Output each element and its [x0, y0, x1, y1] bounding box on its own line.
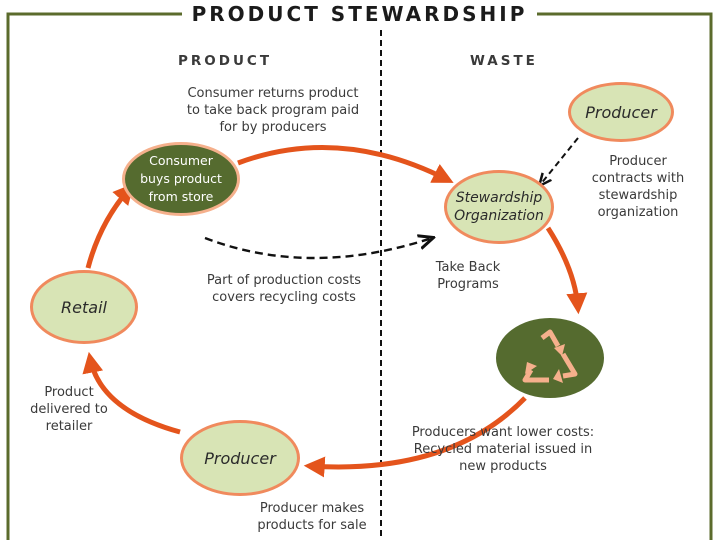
node-producer-bottom: Producer	[180, 420, 300, 496]
page-title: PRODUCT STEWARDSHIP	[0, 2, 719, 26]
arrow-costs-to-stewardship	[204, 238, 432, 260]
label-part-of-costs: Part of production costs covers recyclin…	[206, 273, 362, 305]
frame-border	[6, 12, 713, 540]
column-head-product: PRODUCT	[178, 53, 273, 69]
column-head-waste: WASTE	[470, 53, 538, 69]
node-stewardship: Stewardship Organization	[444, 170, 554, 244]
label-makes: Producer makes products for sale	[257, 501, 367, 533]
label-delivered: Product delivered to retailer	[30, 385, 108, 434]
label-take-back: Take Back Programs	[403, 259, 533, 293]
node-consumer: Consumer buys product from store	[122, 142, 240, 216]
label-producers-want: Producers want lower costs: Recycled mat…	[411, 425, 595, 474]
node-producer-top: Producer	[568, 82, 674, 142]
node-recycle	[496, 318, 604, 398]
arrow-retail-to-consumer	[85, 183, 135, 269]
node-retail: Retail	[30, 270, 138, 344]
arrow-stewardship-to-recycle	[545, 226, 588, 315]
arrow-producer-to-stewardship	[540, 137, 579, 185]
recycle-icon	[522, 329, 578, 383]
label-consumer-returns: Consumer returns product to take back pr…	[186, 86, 360, 135]
label-producer-contracts: Producer contracts with stewardship orga…	[591, 154, 685, 220]
arrow-recycle-to-producer	[303, 396, 527, 478]
arrow-consumer-to-stewardship	[237, 144, 454, 183]
arrow-producer-to-retail	[82, 351, 181, 435]
